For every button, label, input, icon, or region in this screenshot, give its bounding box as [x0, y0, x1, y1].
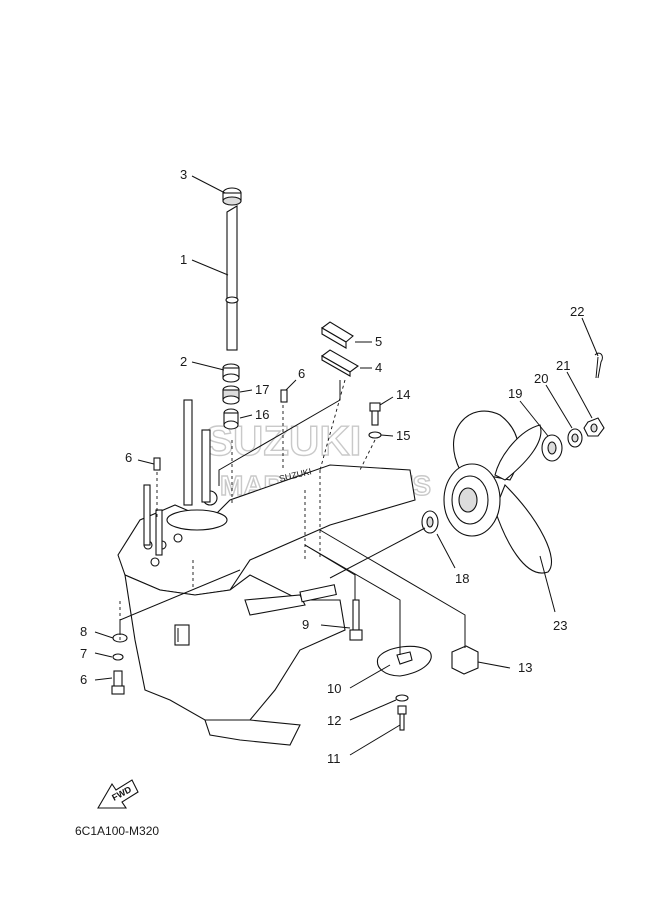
callout-2: 2 [180, 354, 187, 369]
part-1-water-tube [225, 205, 239, 351]
part-23-cotter-pin [594, 352, 603, 379]
callout-15: 14 [396, 387, 410, 402]
callout-9: 8 [80, 624, 87, 639]
callout-8: 7 [80, 646, 87, 661]
part-13-washer [395, 694, 409, 702]
part-11-trim-tab [376, 645, 432, 677]
part-5-pad [321, 321, 354, 349]
callout-6-upper: 6 [298, 366, 305, 381]
callout-numbers: 3 1 2 17 16 5 4 6 6 14 15 18 19 20 21 22… [80, 167, 584, 766]
callout-12: 11 [327, 751, 341, 766]
callout-16: 15 [396, 428, 410, 443]
callout-4: 4 [375, 360, 382, 375]
callout-21: 20 [534, 371, 548, 386]
part-6-dowel-pin-lower [153, 457, 161, 471]
part-8-washer [112, 653, 124, 661]
callout-20: 19 [508, 386, 522, 401]
callout-1: 1 [180, 252, 187, 267]
lower-unit-housing: SUZUKI [117, 399, 416, 746]
callout-7: 6 [80, 672, 87, 687]
part-22-nut [583, 417, 605, 437]
part-19-thrust-washer [421, 510, 439, 534]
part-12-bolt [397, 705, 407, 731]
callout-19: 18 [455, 571, 469, 586]
callout-14: 13 [518, 660, 532, 675]
callout-5: 5 [375, 334, 382, 349]
callout-18: 17 [255, 382, 269, 397]
callout-11: 10 [327, 681, 341, 696]
part-17-bushing [223, 408, 239, 430]
callout-22: 21 [556, 358, 570, 373]
part-6-dowel-pin-upper [280, 389, 288, 403]
part-10-bolt [349, 599, 363, 641]
part-21-washer [567, 428, 583, 448]
callout-3: 3 [180, 167, 187, 182]
part-14-anode [451, 645, 479, 675]
part-3-grommet [222, 187, 242, 206]
part-4-pad [321, 349, 359, 377]
part-20-spacer [541, 434, 563, 462]
callout-leaders [94, 175, 599, 756]
fwd-arrow-icon: FWD [97, 779, 139, 809]
part-18-seal [222, 385, 240, 405]
diagram-code: 6C1A100-M320 [75, 824, 159, 838]
part-7-bolt [111, 670, 125, 695]
callout-17: 16 [255, 407, 269, 422]
guide-lines [119, 380, 466, 655]
callout-23: 22 [570, 304, 584, 319]
part-24-propeller [443, 410, 553, 574]
part-2-grommet [222, 363, 240, 383]
part-16-washer [368, 431, 382, 439]
callout-13: 12 [327, 713, 341, 728]
callout-24: 23 [553, 618, 567, 633]
callout-10: 9 [302, 617, 309, 632]
part-15-bolt [369, 402, 381, 426]
callout-6-lower: 6 [125, 450, 132, 465]
